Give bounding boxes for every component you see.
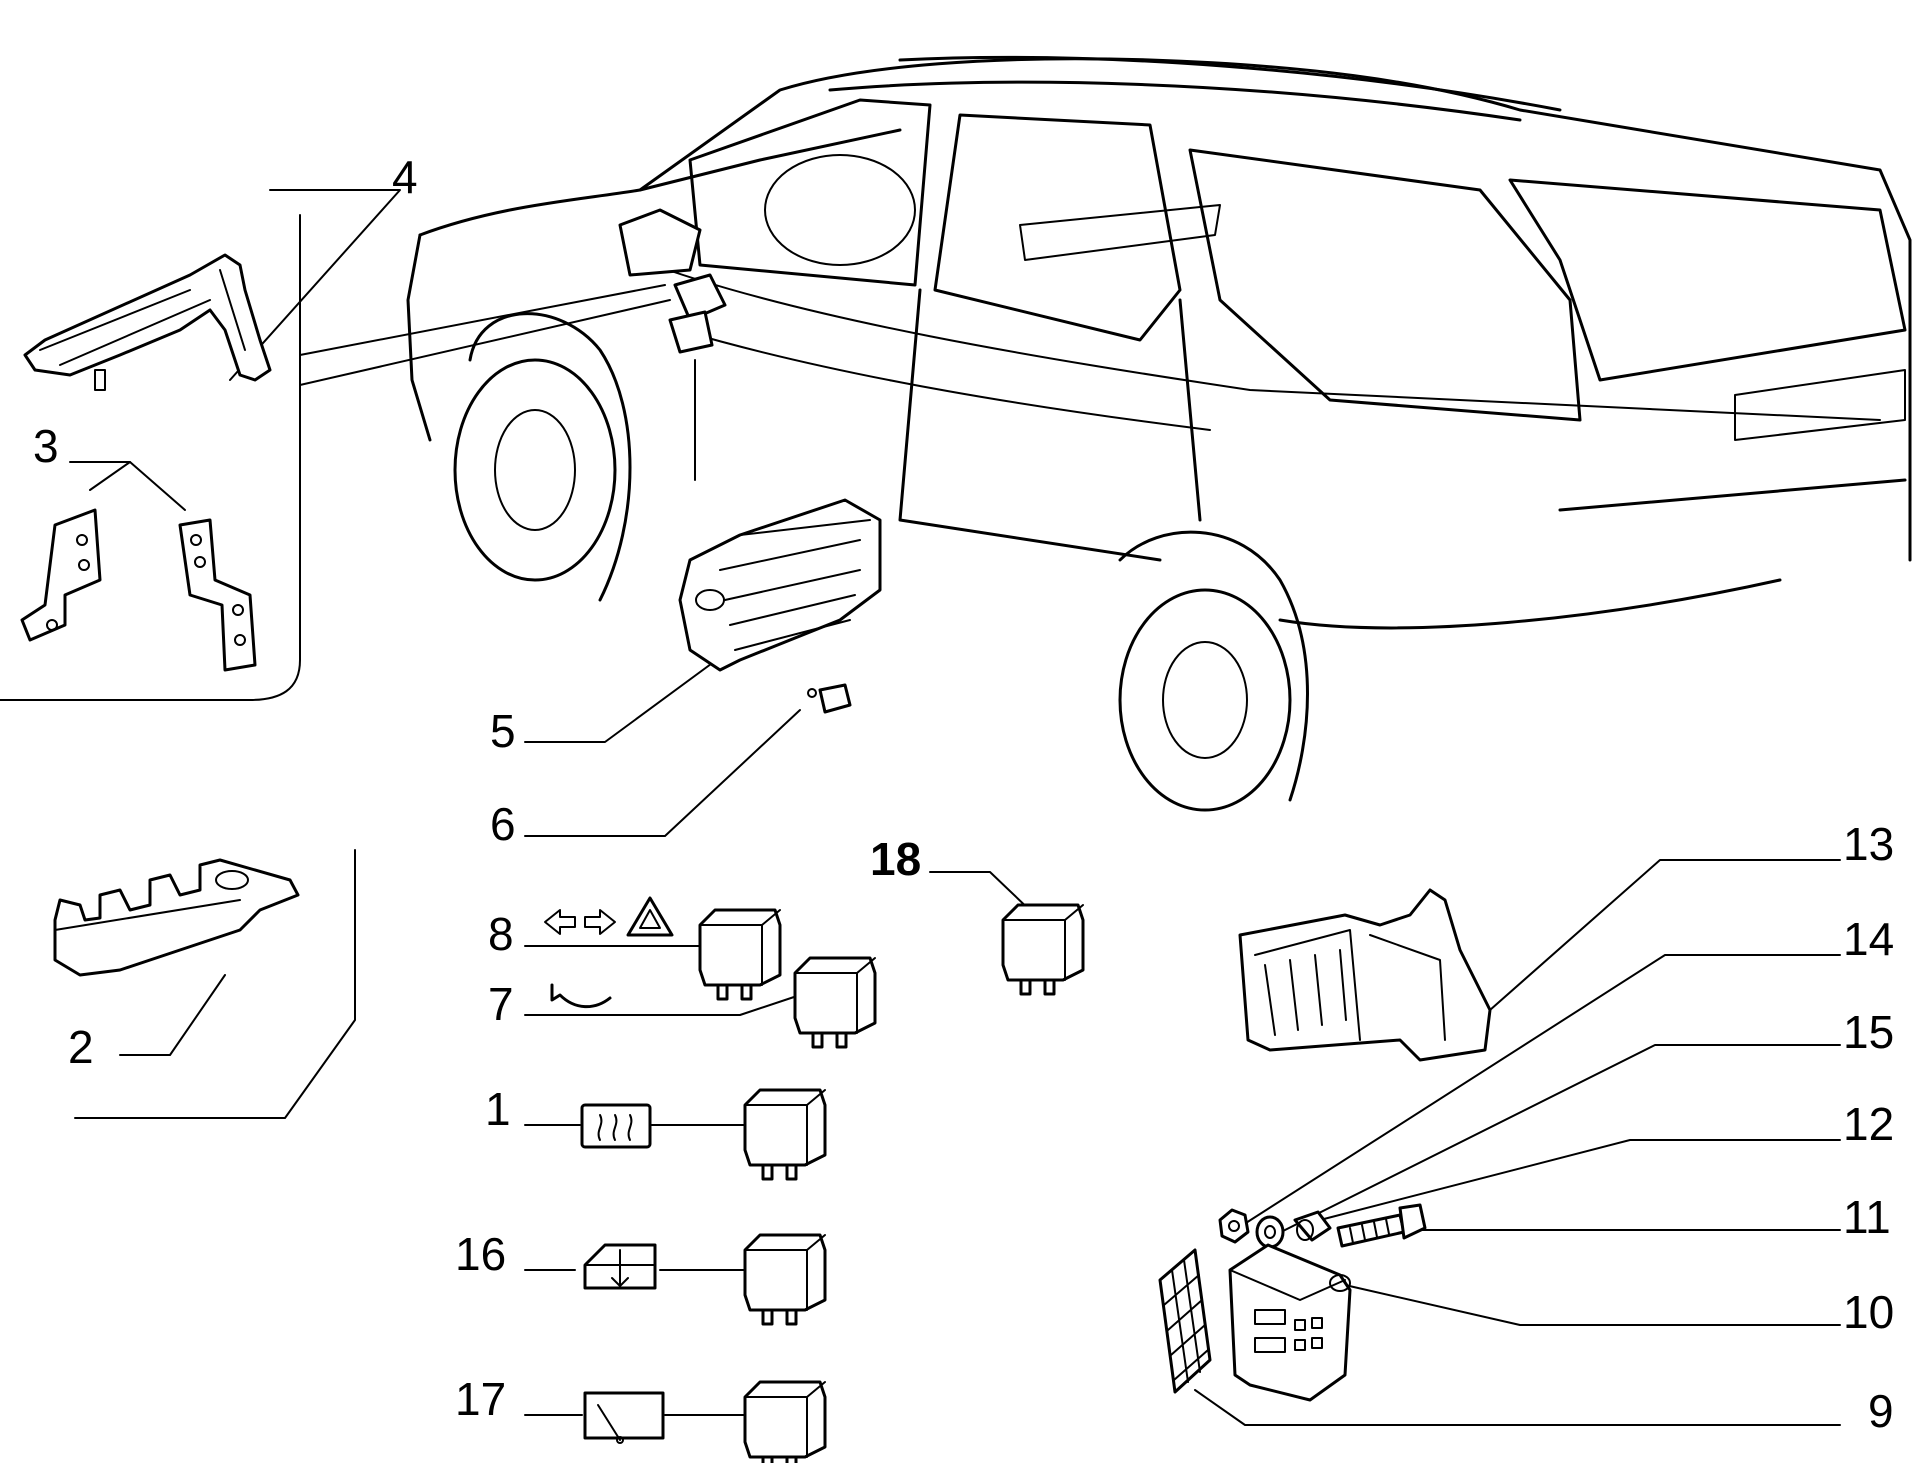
module-part-13 bbox=[1238, 888, 1492, 1062]
car-illustration bbox=[406, 55, 1912, 812]
fuse-box-part-5 bbox=[678, 498, 882, 672]
callout-8: 8 bbox=[488, 908, 514, 960]
callout-2: 2 bbox=[68, 1021, 94, 1073]
callout-15: 15 bbox=[1843, 1006, 1894, 1058]
callout-12: 12 bbox=[1843, 1098, 1894, 1150]
connector-block-part-10 bbox=[1228, 1243, 1352, 1402]
callout-9: 9 bbox=[1868, 1385, 1894, 1437]
relay-part-8 bbox=[698, 908, 782, 1001]
turn-hazard-icon bbox=[544, 896, 674, 937]
relay-part-1 bbox=[743, 1088, 827, 1181]
relay-part-17 bbox=[743, 1380, 827, 1463]
callout-11: 11 bbox=[1843, 1191, 1891, 1243]
callout-13: 13 bbox=[1843, 818, 1894, 870]
wiper-icon bbox=[583, 1391, 665, 1444]
nut-part-14 bbox=[1218, 1208, 1250, 1244]
horn-icon bbox=[550, 983, 612, 1009]
callout-17: 17 bbox=[455, 1373, 506, 1425]
callout-10: 10 bbox=[1843, 1286, 1894, 1338]
spacer-part-12 bbox=[1293, 1210, 1332, 1242]
relay-part-16 bbox=[743, 1233, 827, 1326]
callout-6: 6 bbox=[490, 798, 516, 850]
gasket-part-9 bbox=[1158, 1248, 1212, 1394]
relay-part-7 bbox=[793, 956, 877, 1049]
callout-5: 5 bbox=[490, 705, 516, 757]
callout-labels: 4 3 5 6 2 8 7 18 1 16 17 13 14 15 12 11 … bbox=[33, 151, 1894, 1437]
callout-1: 1 bbox=[485, 1083, 511, 1135]
cable-comb-part-2 bbox=[53, 858, 300, 977]
callout-14: 14 bbox=[1843, 913, 1894, 965]
callout-4: 4 bbox=[392, 151, 418, 203]
bolt-part-11 bbox=[1336, 1203, 1427, 1248]
callout-18: 18 bbox=[870, 833, 921, 885]
bracket-part-3 bbox=[20, 508, 257, 672]
relay-part-18 bbox=[1001, 903, 1085, 996]
callout-3: 3 bbox=[33, 420, 59, 472]
washer-part-15 bbox=[1255, 1215, 1285, 1249]
callout-16: 16 bbox=[455, 1228, 506, 1280]
callout-7: 7 bbox=[488, 978, 514, 1030]
power-window-icon bbox=[583, 1243, 657, 1290]
bracket-part-4 bbox=[23, 253, 272, 391]
rear-defrost-icon bbox=[580, 1103, 652, 1149]
connector-part-6 bbox=[807, 683, 852, 714]
leader-lines bbox=[0, 189, 1841, 1426]
